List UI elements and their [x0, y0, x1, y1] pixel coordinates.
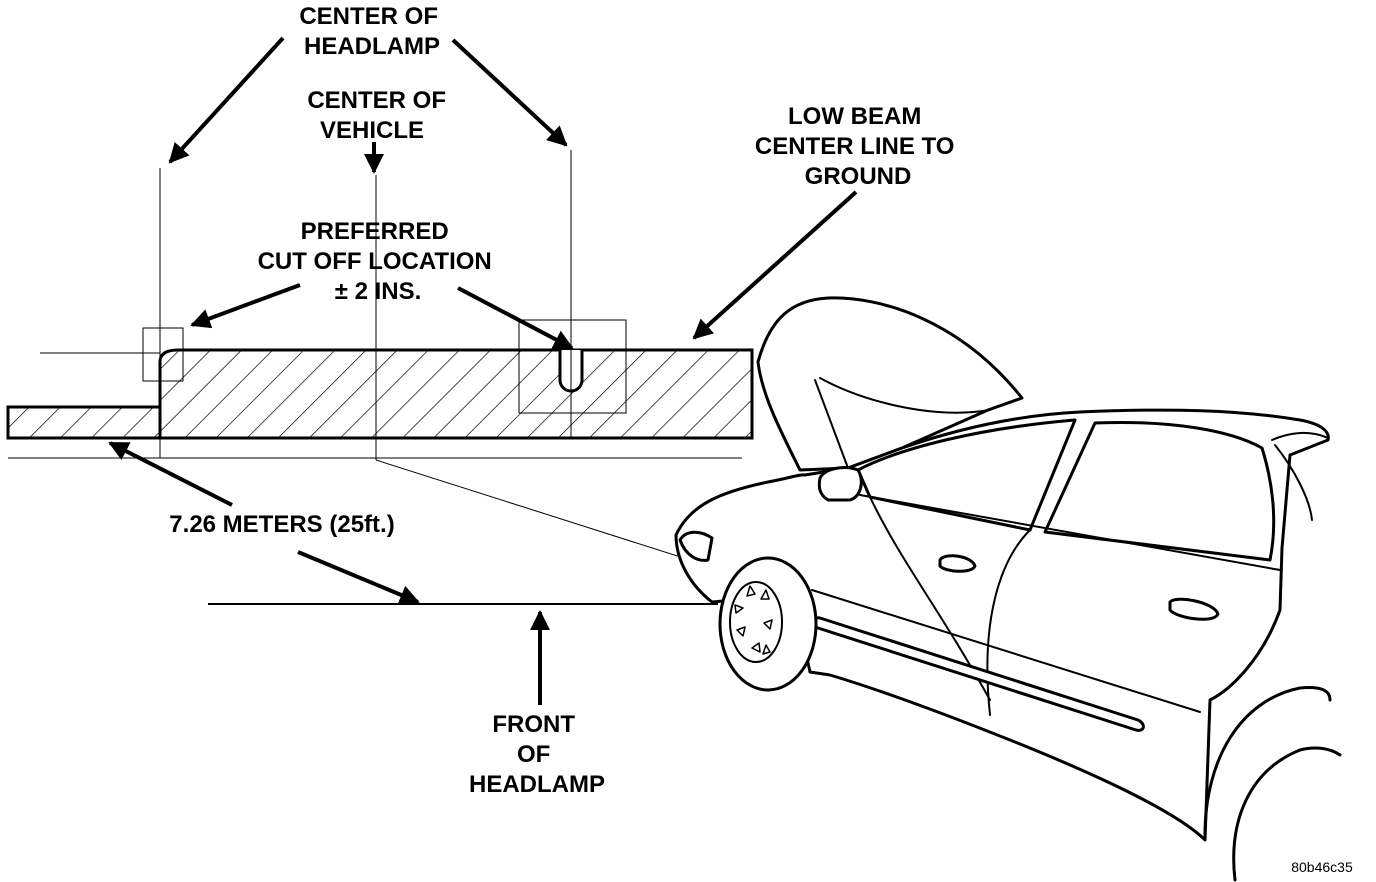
perspective-line: [375, 459, 691, 561]
side-mirror: [817, 466, 863, 502]
rear-window: [1043, 420, 1276, 562]
label-center-of-headlamp: CENTER OF HEADLAMP: [299, 3, 444, 60]
label-low-beam-center-line: LOW BEAM CENTER LINE TO GROUND: [755, 103, 961, 190]
front-wheel-hub: [729, 581, 783, 663]
arrow-distance-up: [108, 441, 233, 507]
arrow-headlamp-left: [168, 36, 285, 164]
callout-arrows: [108, 36, 858, 705]
arrow-cutoff-left: [190, 283, 301, 329]
cutoff-box-right: [518, 319, 627, 414]
car-headlamp: [678, 530, 714, 562]
arrow-low-beam: [692, 190, 858, 340]
arrow-distance-down: [297, 550, 420, 605]
screen-lower-section: [6, 405, 162, 440]
car-hood: [756, 296, 1024, 472]
rear-wheel-arch: [1203, 686, 1332, 837]
car-rear: [1271, 432, 1329, 441]
rear-wheel: [1232, 746, 1342, 882]
rocker-line: [811, 589, 1201, 713]
aiming-screen: [6, 319, 754, 440]
hood-prop-line: [819, 377, 991, 414]
label-center-of-vehicle: CENTER OF VEHICLE: [307, 87, 452, 144]
car-illustration: [674, 296, 1342, 882]
wheel-vents: [734, 585, 773, 655]
cutoff-box-left: [142, 327, 184, 382]
arrow-headlamp-right: [451, 38, 568, 147]
hood-inner-line: [814, 379, 849, 469]
diagram-labels: CENTER OF HEADLAMP CENTER OF VEHICLE PRE…: [169, 3, 1353, 875]
c-pillar: [1274, 444, 1313, 521]
figure-code: 80b46c35: [1291, 859, 1353, 875]
beltline: [859, 494, 1281, 571]
label-front-of-headlamp: FRONT OF HEADLAMP: [469, 711, 605, 798]
front-window: [856, 418, 1077, 532]
label-distance: 7.26 METERS (25ft.): [169, 511, 394, 538]
label-preferred-cut-off: PREFERRED CUT OFF LOCATION ± 2 INS.: [258, 218, 499, 305]
screen-upper-section: [158, 348, 754, 440]
door-handle-rear: [1168, 597, 1220, 621]
door-handle-front: [938, 554, 977, 573]
arrow-cutoff-right: [457, 286, 574, 350]
